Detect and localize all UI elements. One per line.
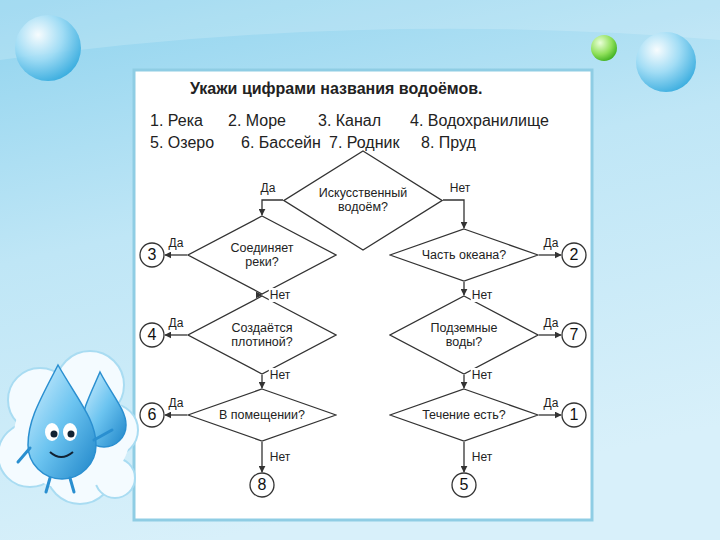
edge-label: Нет <box>269 450 291 464</box>
flow-arrow <box>539 414 561 415</box>
edge-label: Нет <box>471 288 493 302</box>
flow-arrow <box>165 254 187 255</box>
answer-circle: 8 <box>249 472 275 498</box>
bubble <box>591 35 617 61</box>
decision-diamond: Течение есть? <box>389 388 539 442</box>
answer-number: 3 <box>148 246 157 264</box>
answer-number: 5 <box>460 476 469 494</box>
question-text: Соединяет реки? <box>222 241 302 270</box>
edge-label: Нет <box>471 368 493 382</box>
flow-arrow <box>165 414 187 415</box>
flow-arrow <box>261 442 262 472</box>
decision-diamond: Искусственный водоём? <box>283 150 443 251</box>
flow-arrow <box>165 334 187 335</box>
flow-arrow <box>463 282 464 295</box>
decision-diamond: Соединяет реки? <box>187 215 337 295</box>
list-item: 2. Море <box>228 112 286 130</box>
diagram-title: Укажи цифрами названия водоёмов. <box>190 80 483 98</box>
answer-circle: 7 <box>561 322 587 348</box>
edge-label: Да <box>168 236 185 250</box>
flow-arrow <box>262 200 283 215</box>
question-text: Подземные воды? <box>424 321 504 350</box>
list-item: 8. Пруд <box>421 134 476 152</box>
list-item: 3. Канал <box>318 112 381 130</box>
edge-label: Да <box>543 236 560 250</box>
answer-circle: 1 <box>561 402 587 428</box>
edge-label: Да <box>168 396 185 410</box>
decision-diamond: Подземные воды? <box>389 295 539 375</box>
answer-circle: 3 <box>139 242 165 268</box>
edge-label: Да <box>260 181 277 195</box>
list-item: 5. Озеро <box>150 134 214 152</box>
answer-circle: 6 <box>139 402 165 428</box>
question-text: Создаётся плотиной? <box>222 321 302 350</box>
decision-diamond: В помещении? <box>187 388 337 442</box>
question-text: В помещении? <box>219 408 305 422</box>
edge-label: Да <box>543 316 560 330</box>
card <box>134 70 592 520</box>
droplet-character <box>0 351 138 504</box>
answer-circle: 2 <box>561 242 587 268</box>
edge-label: Нет <box>449 181 471 195</box>
question-text: Часть океана? <box>422 248 507 262</box>
edge-label: Да <box>543 396 560 410</box>
flow-arrow <box>539 334 561 335</box>
answer-number: 4 <box>148 326 157 344</box>
flow-arrow <box>539 254 561 255</box>
answer-circle: 5 <box>451 472 477 498</box>
answer-number: 6 <box>148 406 157 424</box>
bubble <box>636 32 696 92</box>
flow-arrow <box>463 442 464 472</box>
question-text: Искусственный водоём? <box>313 186 413 215</box>
decision-diamond: Создаётся плотиной? <box>187 295 337 375</box>
light-band <box>0 0 720 60</box>
edge-label: Нет <box>471 450 493 464</box>
bubble <box>15 15 81 81</box>
answer-number: 1 <box>570 406 579 424</box>
flow-arrow <box>261 375 262 388</box>
edge-label: Нет <box>269 368 291 382</box>
answer-circle: 4 <box>139 322 165 348</box>
list-item: 1. Река <box>150 112 203 130</box>
answer-number: 7 <box>570 326 579 344</box>
question-text: Течение есть? <box>422 408 506 422</box>
answer-number: 8 <box>258 476 267 494</box>
list-item: 6. Бассейн <box>241 134 321 152</box>
decision-diamond: Часть океана? <box>389 228 539 282</box>
flow-arrow <box>443 200 464 228</box>
list-item: 7. Родник <box>329 134 399 152</box>
edge-label: Да <box>168 316 185 330</box>
answer-number: 2 <box>570 246 579 264</box>
edge-label: Нет <box>269 288 291 302</box>
list-item: 4. Водохранилище <box>410 112 549 130</box>
flow-arrow <box>463 375 464 388</box>
